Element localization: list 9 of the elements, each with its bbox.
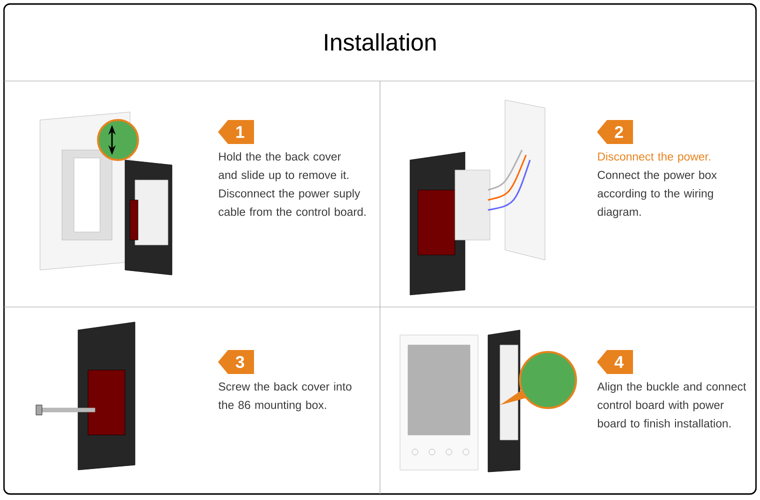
step-badge: 2 [597,120,633,144]
step-description: Hold the the back cover and slide up to remove it. Disconnect the power suply cable from the control board. [218,152,366,216]
step-badge: 4 [597,350,633,374]
step-badge: 3 [218,350,254,374]
step-description: Align the buckle and connect control board with power board to finish installation. [597,382,746,428]
title: Installation [325,33,436,51]
step-badge: 1 [218,120,254,144]
step-description: Disconnect the power. Connect the power box according to the wiring diagram. [598,152,717,218]
step-description: Screw the back cover into the 86 mounting box. [218,382,352,412]
